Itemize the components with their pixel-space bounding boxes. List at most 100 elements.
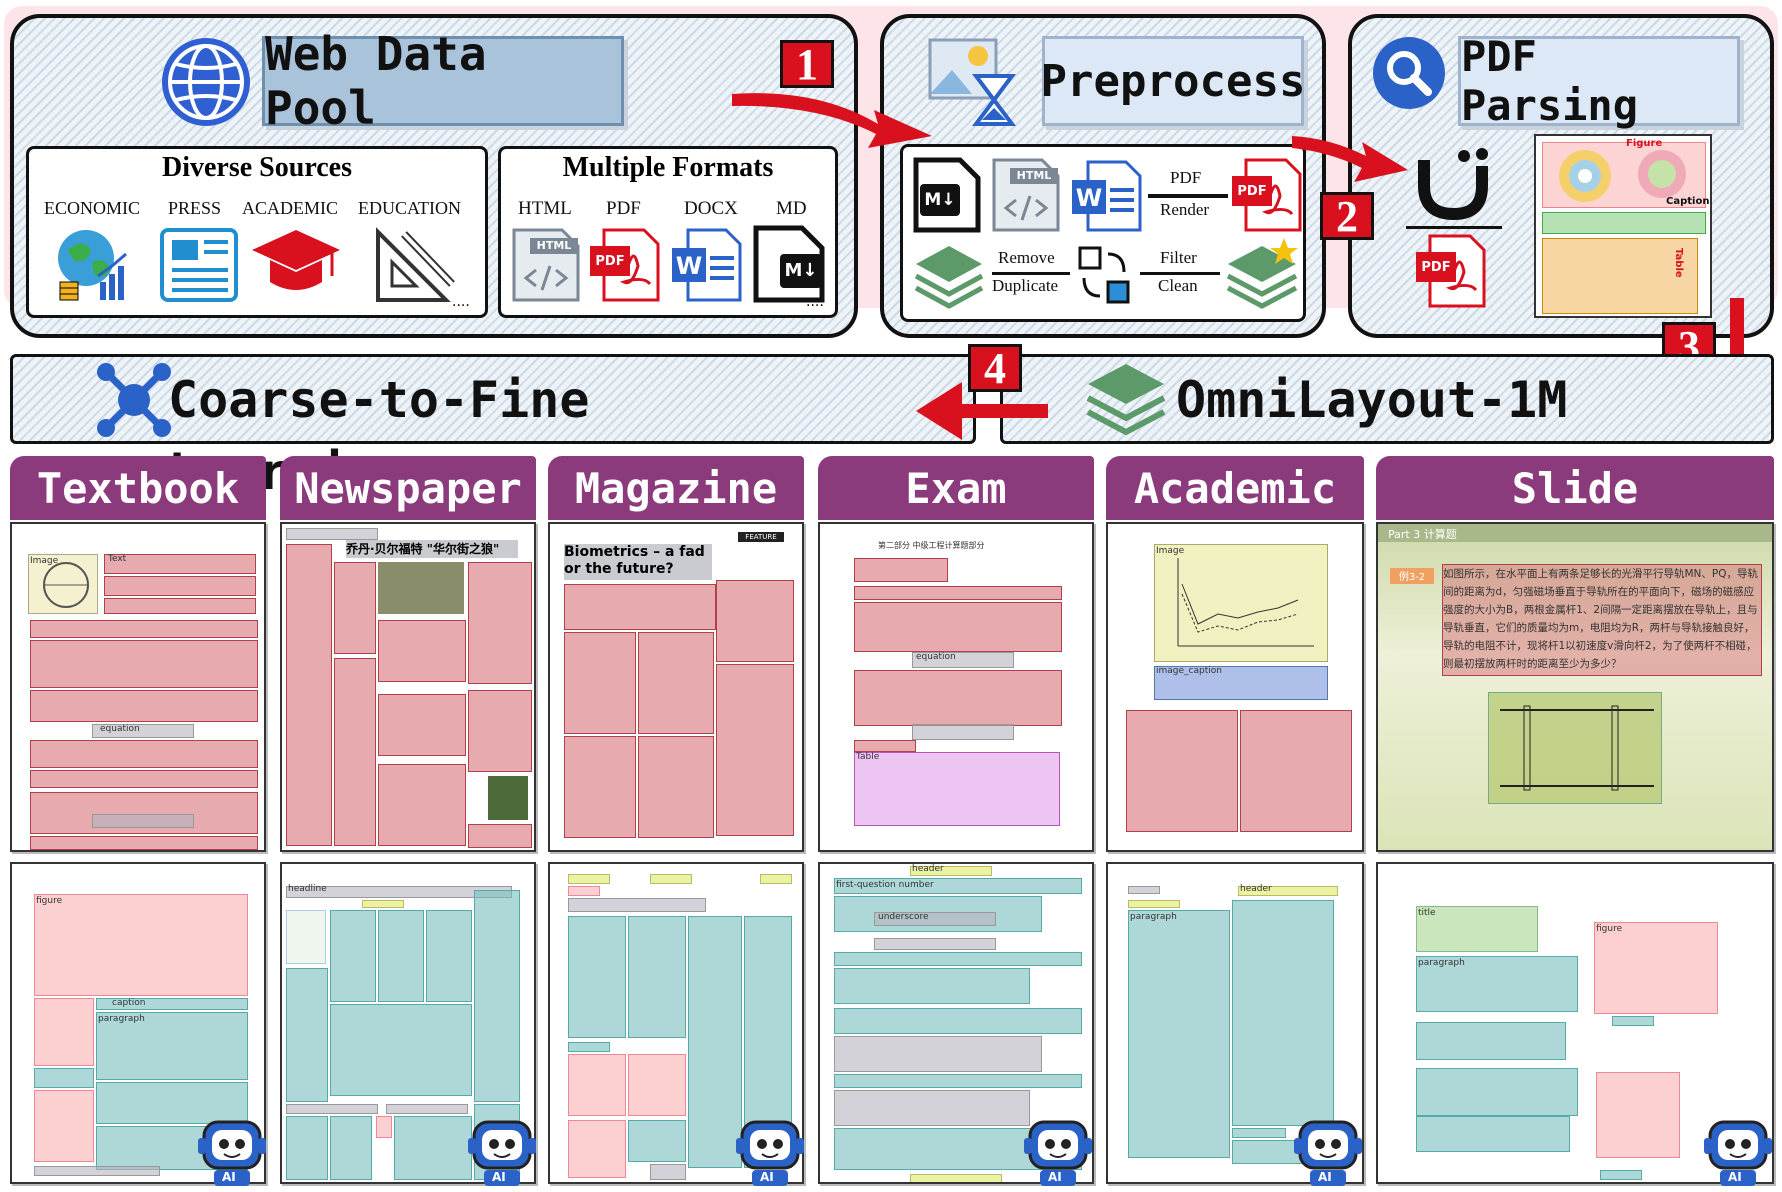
academic-image-caption-tag: image_caption bbox=[1156, 666, 1222, 676]
exam-header: 第二部分 中级工程计算题部分 bbox=[878, 541, 985, 550]
textbook-image-tag: Image bbox=[30, 556, 59, 566]
slide-example-label: 例3-2 bbox=[1390, 568, 1434, 584]
arrow-step-2 bbox=[1292, 136, 1408, 182]
ai-robot-icon-exam: AI bbox=[1022, 1112, 1094, 1188]
magazine-layout-page bbox=[548, 862, 804, 1184]
figure-tag: Figure bbox=[1626, 138, 1663, 149]
ac-header-tag: header bbox=[1240, 884, 1272, 894]
word-badge-pre: W bbox=[1075, 184, 1103, 212]
arrow-step-4 bbox=[916, 382, 1048, 440]
ai-robot-icon-textbook: AI bbox=[196, 1112, 268, 1188]
exam-parsed-page: 第二部分 中级工程计算题部分 equation Table bbox=[818, 522, 1094, 852]
textbook-text-tag: Text bbox=[108, 554, 127, 564]
sl-paragraph-tag-1: paragraph bbox=[1418, 958, 1465, 968]
word-file-icon: W bbox=[670, 226, 742, 304]
word-file-icon-pre: W bbox=[1070, 158, 1142, 234]
coarse-to-fine-title: Coarse-to-Fine Learning bbox=[168, 371, 590, 501]
exam-equation-tag: equation bbox=[916, 652, 956, 662]
economic-globe-chart-icon bbox=[54, 226, 134, 302]
newspaper-icon bbox=[160, 228, 238, 302]
ai-label: AI bbox=[492, 1170, 506, 1184]
category-newspaper: Newspaper bbox=[280, 456, 536, 520]
ex-header-tag: header bbox=[912, 864, 944, 874]
omnilayout-title: OmniLayout-1M bbox=[1176, 371, 1568, 429]
format-docx: DOCX bbox=[684, 198, 738, 219]
table-tag: Table bbox=[1673, 248, 1684, 278]
textbook-parsed-page: Image equation Text bbox=[10, 522, 266, 852]
arrow-step-1 bbox=[732, 93, 932, 148]
parsed-page-sample: Figure Caption Table bbox=[1534, 134, 1712, 318]
globe-icon bbox=[158, 34, 254, 130]
pdf-badge-pre: PDF bbox=[1237, 184, 1267, 199]
pdf-file-icon-pre: PDF bbox=[1230, 156, 1302, 234]
md-badge: M↓ bbox=[784, 260, 818, 281]
ac-paragraph-tag: paragraph bbox=[1130, 912, 1177, 922]
html-badge: HTML bbox=[536, 239, 572, 252]
np-headline-tag: headline bbox=[288, 884, 327, 894]
sl-title-tag: title bbox=[1418, 908, 1436, 918]
category-magazine: Magazine bbox=[548, 456, 804, 520]
pdf-badge-parse: PDF bbox=[1421, 260, 1451, 275]
pdf-parsing-title: PDF Parsing bbox=[1458, 32, 1740, 130]
ai-label: AI bbox=[222, 1170, 236, 1184]
render-arrow bbox=[1148, 194, 1228, 198]
clean-label: Clean bbox=[1158, 276, 1198, 295]
pdf-label: PDF bbox=[1170, 168, 1202, 187]
format-md: MD bbox=[776, 198, 807, 219]
magazine-feature-tag: FEATURE bbox=[738, 532, 784, 542]
source-education: EDUCATION bbox=[358, 198, 461, 218]
step-4-badge: 4 bbox=[968, 344, 1022, 393]
academic-parsed-page: Image image_caption bbox=[1106, 522, 1364, 852]
source-economic: ECONOMIC bbox=[44, 198, 141, 218]
caption-tag: Caption bbox=[1666, 196, 1710, 207]
pdf-badge: PDF bbox=[595, 254, 625, 269]
ex-underscore-tag: underscore bbox=[878, 912, 929, 922]
format-html: HTML bbox=[518, 198, 572, 219]
multiple-formats-title: Multiple Formats bbox=[562, 152, 774, 183]
step-2-badge: 2 bbox=[1320, 192, 1374, 241]
source-press: PRESS bbox=[168, 198, 222, 218]
magazine-headline: Biometrics – a fad or the future? bbox=[564, 544, 712, 580]
graduation-cap-icon bbox=[250, 226, 342, 302]
layers-icon-omni bbox=[1084, 360, 1168, 440]
tb-paragraph-tag-1: paragraph bbox=[98, 1014, 145, 1024]
ai-label: AI bbox=[1728, 1170, 1742, 1184]
coarse-to-fine-banner bbox=[10, 354, 976, 444]
format-pdf: PDF bbox=[606, 198, 641, 219]
ai-label: AI bbox=[760, 1170, 774, 1184]
tb-figure-tag: figure bbox=[36, 896, 63, 906]
md-badge-pre: M↓ bbox=[924, 190, 956, 210]
layers-star-icon bbox=[1226, 236, 1302, 312]
sl-figure-tag-1: figure bbox=[1596, 924, 1623, 934]
image-hourglass-icon bbox=[926, 36, 1018, 126]
ruler-pencil-icon bbox=[374, 224, 460, 304]
ai-robot-icon-slide: AI bbox=[1702, 1112, 1774, 1188]
duplicate-arrow bbox=[992, 272, 1070, 275]
web-data-pool-title: Web Data Pool bbox=[262, 27, 624, 135]
newspaper-parsed-page: 乔丹·贝尔福特 "华尔街之狼" bbox=[280, 522, 536, 852]
word-badge: W bbox=[675, 252, 703, 280]
ai-robot-icon-academic: AI bbox=[1292, 1112, 1364, 1188]
academic-image-tag: Image bbox=[1156, 546, 1185, 556]
dedupe-squares-icon bbox=[1076, 244, 1132, 306]
source-academic: ACADEMIC bbox=[242, 198, 339, 218]
mineru-logo-icon bbox=[1416, 146, 1494, 221]
html-file-icon-pre: HTML bbox=[990, 156, 1062, 234]
render-label: Render bbox=[1160, 200, 1210, 219]
ai-robot-icon-newspaper: AI bbox=[466, 1112, 538, 1188]
ex-first-question-tag: first-question number bbox=[836, 880, 934, 890]
ai-robot-icon-magazine: AI bbox=[734, 1112, 806, 1188]
magazine-parsed-page: FEATURE Biometrics – a fad or the future… bbox=[548, 522, 804, 852]
html-badge-pre: HTML bbox=[1016, 169, 1052, 182]
network-icon bbox=[96, 362, 172, 438]
slide-paragraph: 如图所示，在水平面上有两条足够长的光滑平行导轨MN、PQ，导轨间的距离为d，匀强… bbox=[1442, 564, 1762, 676]
category-slide: Slide bbox=[1376, 456, 1774, 520]
tb-caption-tag: caption bbox=[112, 998, 146, 1008]
ai-label: AI bbox=[1318, 1170, 1332, 1184]
exam-table-tag: Table bbox=[856, 752, 880, 762]
diverse-sources-title: Diverse Sources bbox=[162, 152, 352, 183]
html-file-icon: HTML bbox=[510, 226, 582, 304]
slide-layout-page: title paragraph figure bbox=[1376, 862, 1774, 1184]
category-academic: Academic bbox=[1106, 456, 1364, 520]
pdf-file-icon-parse: PDF bbox=[1414, 232, 1488, 310]
